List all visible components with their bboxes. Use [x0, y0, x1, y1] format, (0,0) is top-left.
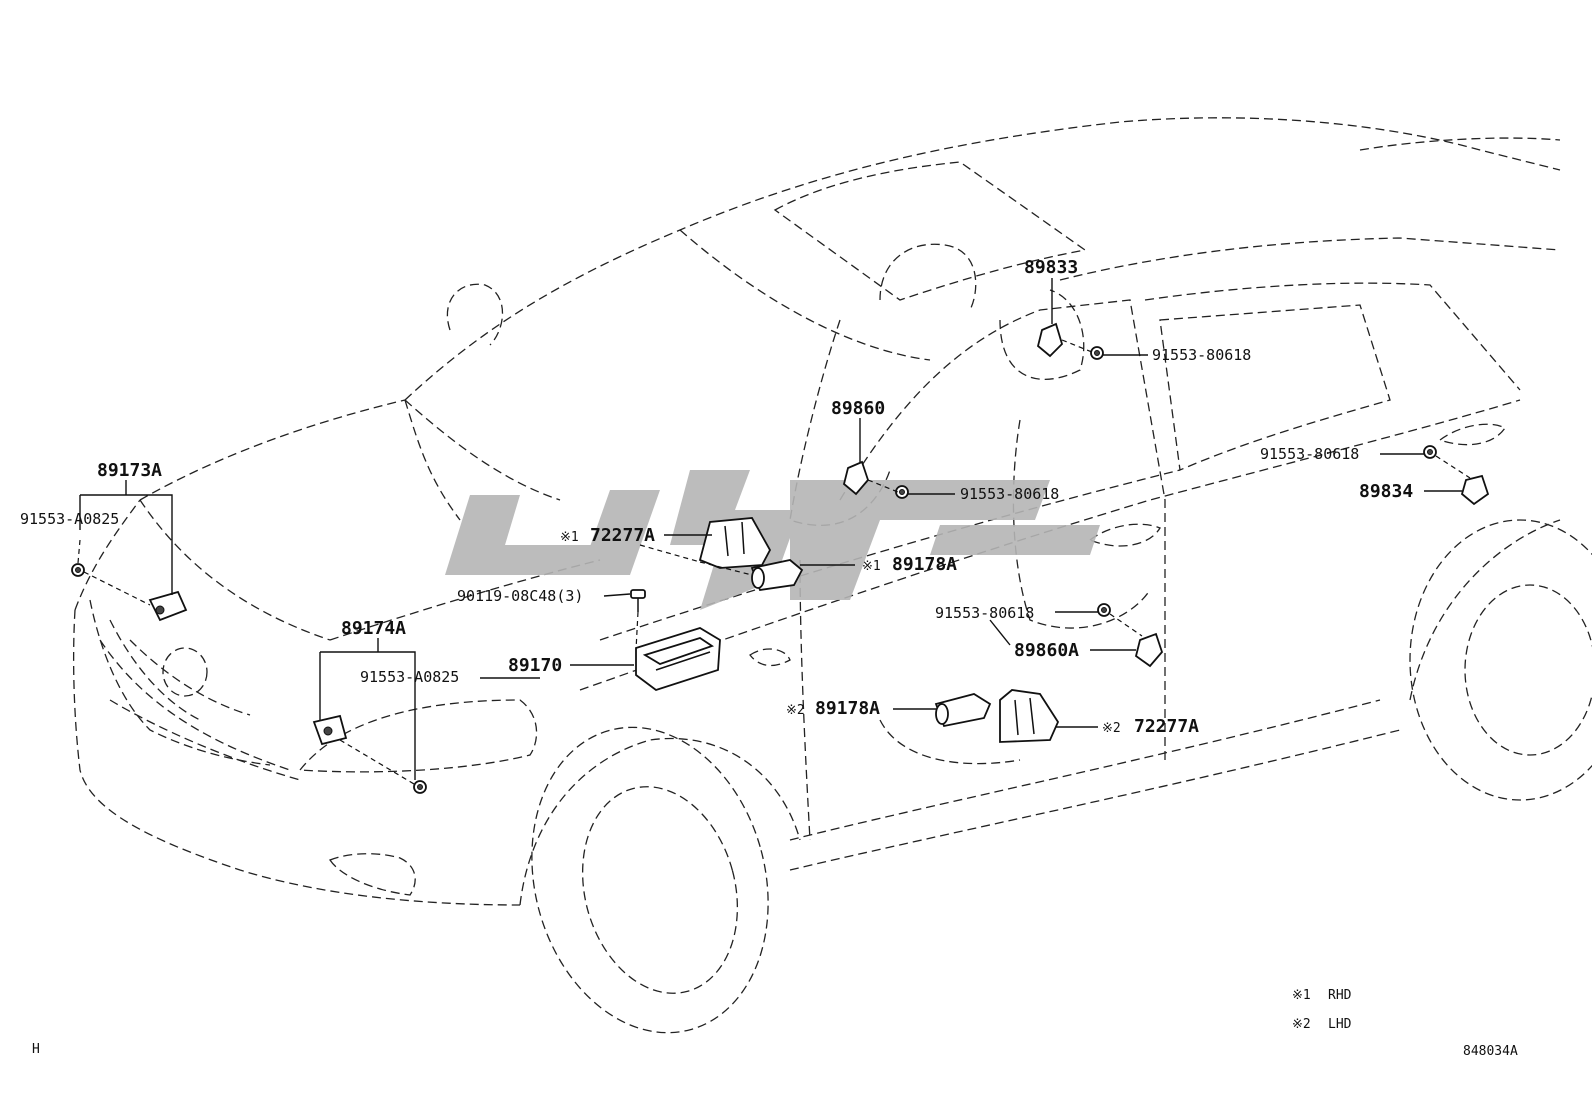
label-72277A-rhd: 72277A: [590, 525, 655, 546]
bolt-91553-80618-b-icon: [1090, 346, 1104, 360]
label-91553-80618-a: 91553-80618: [960, 485, 1059, 503]
label-89834: 89834: [1359, 481, 1413, 502]
label-72277A-lhd: 72277A: [1134, 716, 1199, 737]
bolt-91553-80618-c-icon: [1423, 445, 1437, 459]
car-body-outline: [72, 117, 1592, 1034]
label-89178A-rhd: 89178A: [892, 554, 957, 575]
sensor-89834-icon: [1460, 474, 1490, 506]
label-90119: 90119-08C48(3): [457, 587, 583, 605]
corner-letter: H: [32, 1042, 40, 1057]
bolt-91553-A0825-left-icon: [71, 563, 85, 577]
airbag-ecu-89170-icon: [635, 627, 721, 691]
label-89174A: 89174A: [341, 618, 406, 639]
screw-90119-icon: [630, 589, 646, 612]
label-89860: 89860: [831, 398, 885, 419]
legend-mark-1: ※1: [1292, 988, 1311, 1003]
bolt-91553-80618-a-icon: [895, 485, 909, 499]
legend-text-lhd: LHD: [1328, 1017, 1352, 1032]
sensor-89178A-lhd-icon: [934, 693, 992, 728]
legend-text-rhd: RHD: [1328, 988, 1352, 1003]
label-89178A-lhd: 89178A: [815, 698, 880, 719]
label-91553-80618-d: 91553-80618: [935, 604, 1034, 622]
sensor-89178A-rhd-icon: [750, 559, 804, 591]
sensor-89174A-icon: [312, 714, 348, 746]
legend: ※1 RHD ※2 LHD: [1292, 988, 1352, 1032]
sensor-89173A-icon: [148, 590, 188, 622]
legend-mark-2: ※2: [1292, 1017, 1311, 1032]
label-91553-80618-b: 91553-80618: [1152, 346, 1251, 364]
bracket-72277A-rhd-icon: [698, 517, 772, 569]
mark-89178A-lhd: ※2: [786, 703, 805, 718]
label-89170: 89170: [508, 655, 562, 676]
diagram-id: 848034A: [1463, 1044, 1518, 1059]
sensor-89833-icon: [1036, 322, 1064, 358]
sensor-89860A-icon: [1134, 632, 1164, 668]
label-91553-A0825-left: 91553-A0825: [20, 510, 119, 528]
bracket-72277A-lhd-icon: [999, 689, 1060, 743]
mark-72277A-lhd: ※2: [1102, 721, 1121, 736]
label-91553-80618-c: 91553-80618: [1260, 445, 1359, 463]
part-labels: 89173A 91553-A0825 89174A 91553-A0825 89…: [20, 257, 1413, 737]
label-91553-A0825-mid: 91553-A0825: [360, 668, 459, 686]
label-89173A: 89173A: [97, 460, 162, 481]
bolt-91553-80618-d-icon: [1097, 603, 1111, 617]
mark-72277A-rhd: ※1: [560, 530, 579, 545]
label-89833: 89833: [1024, 257, 1078, 278]
mark-89178A-rhd: ※1: [862, 559, 881, 574]
label-89860A: 89860A: [1014, 640, 1079, 661]
bolt-91553-A0825-mid-icon: [413, 780, 427, 794]
leader-lines: [77, 278, 1471, 785]
